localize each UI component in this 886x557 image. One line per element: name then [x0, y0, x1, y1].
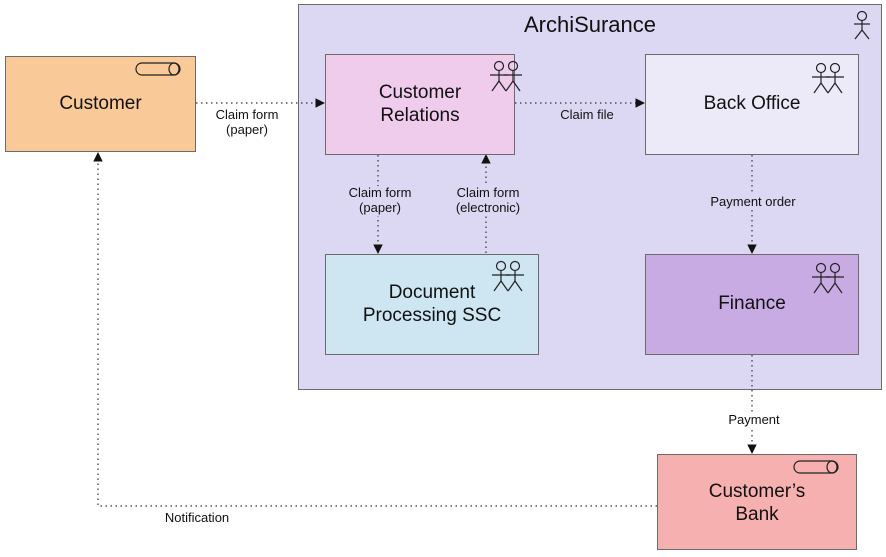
edge-label-claim-file: Claim file	[545, 107, 629, 123]
actor-icon	[854, 10, 870, 40]
role-icon	[793, 460, 839, 474]
customer-label: Customer	[59, 92, 142, 114]
customer-node[interactable]: Customer	[5, 56, 196, 152]
edge-label-notification: Notification	[164, 510, 230, 525]
archisurance-group-title: ArchiSurance	[523, 11, 657, 37]
edge-label-claim-form-electronic: Claim form (electronic)	[436, 185, 540, 216]
edge-label-claim-form-paper-internal: Claim form (paper)	[333, 185, 427, 216]
collaboration-icon	[812, 262, 844, 294]
customers-bank-node[interactable]: Customer’s Bank	[657, 454, 857, 550]
role-icon	[135, 62, 181, 76]
customer-relations-node[interactable]: Customer Relations	[325, 54, 515, 155]
back-office-label: Back Office	[703, 93, 801, 115]
edge-label-payment-order: Payment order	[686, 194, 820, 210]
edge-label-payment: Payment	[712, 412, 796, 428]
customers-bank-label: Customer’s Bank	[708, 481, 806, 525]
collaboration-icon	[812, 62, 844, 94]
collaboration-icon	[490, 60, 522, 92]
document-processing-label: Document Processing SSC	[362, 281, 502, 326]
collaboration-icon	[492, 260, 524, 292]
finance-node[interactable]: Finance	[645, 254, 859, 355]
edge-customers-bank-to-customer	[93, 152, 657, 507]
edge-label-claim-form-paper: Claim form (paper)	[215, 107, 279, 137]
document-processing-node[interactable]: Document Processing SSC	[325, 254, 539, 355]
customer-relations-label: Customer Relations	[378, 81, 462, 126]
back-office-node[interactable]: Back Office	[645, 54, 859, 155]
finance-label: Finance	[718, 293, 786, 315]
